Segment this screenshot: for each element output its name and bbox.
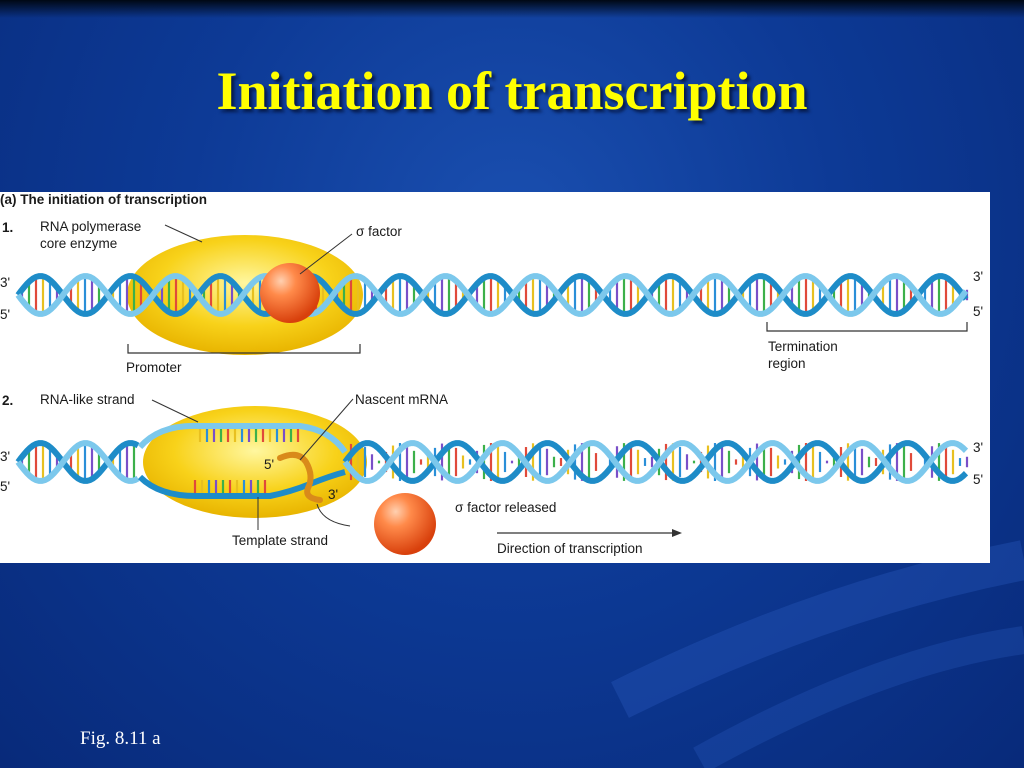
step1-strand-front bbox=[15, 273, 969, 317]
step2-strand-front bbox=[342, 440, 969, 484]
step2-left-3prime: 3' bbox=[0, 449, 11, 464]
step2-strand-back bbox=[342, 440, 969, 484]
step2-strand-back bbox=[15, 440, 140, 484]
leader-line-polymerase bbox=[164, 224, 203, 243]
rna-like-strand-label: RNA-like strand bbox=[40, 392, 135, 407]
mrna-3prime-label: 3' bbox=[328, 487, 339, 502]
figure-heading: (a) The initiation of transcription bbox=[0, 192, 207, 207]
template-strand-label: Template strand bbox=[232, 533, 329, 548]
step2-number: 2. bbox=[2, 393, 14, 408]
termination-label-line2: region bbox=[768, 356, 806, 371]
figure-caption: Fig. 8.11 a bbox=[80, 728, 161, 749]
dna-helix-step2 bbox=[15, 422, 969, 500]
sigma-factor-label: σ factor bbox=[356, 224, 402, 239]
step1-left-3prime: 3' bbox=[0, 275, 11, 290]
rna-like-strand bbox=[137, 422, 348, 454]
termination-label-line1: Termination bbox=[768, 339, 838, 354]
sigma-factor-released bbox=[374, 493, 436, 555]
step1-right-3prime: 3' bbox=[973, 269, 984, 284]
direction-arrow-head bbox=[672, 529, 682, 537]
promoter-bracket bbox=[127, 344, 361, 354]
dna-diagram bbox=[15, 224, 969, 555]
leader-line-nascent bbox=[299, 398, 354, 461]
step1-left-5prime: 5' bbox=[0, 307, 11, 322]
slide-title: Initiation of transcription bbox=[216, 61, 808, 121]
dna-helix-step1 bbox=[15, 273, 969, 317]
leader-line-released bbox=[316, 503, 351, 527]
step2-left-5prime: 5' bbox=[0, 479, 11, 494]
polymerase-label-line2: core enzyme bbox=[40, 236, 118, 251]
promoter-label: Promoter bbox=[126, 360, 182, 375]
sigma-factor bbox=[260, 263, 320, 323]
slide-top-band bbox=[0, 0, 1024, 18]
step2-strand-front bbox=[15, 440, 140, 484]
template-strand bbox=[137, 469, 346, 500]
leader-line-rna-like bbox=[151, 399, 199, 423]
direction-of-transcription-label: Direction of transcription bbox=[497, 541, 643, 556]
step2-right-5prime: 5' bbox=[973, 472, 984, 487]
nascent-mrna bbox=[277, 451, 323, 503]
step1-strand-back bbox=[15, 273, 969, 317]
transcription-figure: (a) The initiation of transcription 1. R… bbox=[0, 192, 990, 563]
step2-right-3prime: 3' bbox=[973, 440, 984, 455]
nascent-mrna-label: Nascent mRNA bbox=[355, 392, 449, 407]
step1-number: 1. bbox=[2, 220, 14, 235]
leader-line-sigma bbox=[299, 233, 353, 275]
mrna-5prime-label: 5' bbox=[264, 457, 275, 472]
polymerase-label-line1: RNA polymerase bbox=[40, 219, 142, 234]
step1-right-5prime: 5' bbox=[973, 304, 984, 319]
sigma-factor-released-label: σ factor released bbox=[455, 500, 557, 515]
termination-bracket bbox=[766, 322, 968, 332]
